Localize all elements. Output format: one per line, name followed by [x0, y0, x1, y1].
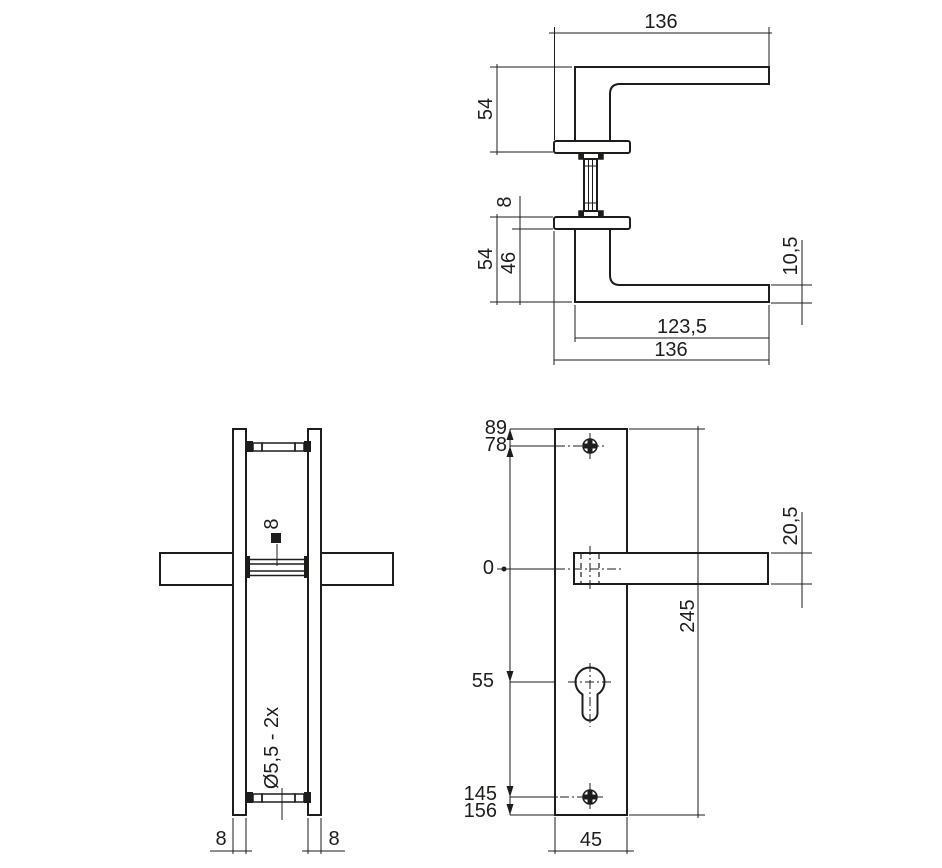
dim-plate-width: 45 [579, 829, 603, 851]
upper-washer-cap-left [579, 153, 584, 159]
upper-washer-cap-right [598, 153, 603, 159]
lever-right-profile [320, 552, 394, 586]
bottom-screw-nut-right [294, 793, 305, 803]
backplate-right-profile [307, 428, 322, 816]
backplate-left-profile [232, 428, 247, 816]
lower-lever-outline [574, 229, 770, 303]
square-section-symbol [271, 533, 281, 543]
dim-plate-bottom: 156 [463, 800, 497, 822]
arrow-55 [506, 671, 514, 682]
bottom-screw-shaft [261, 793, 296, 803]
arrow-156 [506, 804, 514, 815]
plate-side-dim-lines [210, 544, 345, 854]
backplate-front [554, 428, 628, 816]
spindle-nub-left [245, 556, 250, 578]
dim-cylinder: 55 [471, 670, 494, 692]
arrow-89 [506, 429, 514, 440]
dim-grip-thickness: 10,5 [780, 236, 802, 276]
lower-washer-cap-left [579, 211, 584, 217]
dim-screw-top: 78 [484, 434, 507, 456]
hidden-spindle-square [580, 554, 600, 583]
dim-overall-length-bottom: 136 [654, 339, 688, 361]
bottom-screw-nut-left [252, 793, 263, 803]
top-screw-nut-right [294, 442, 305, 452]
top-screw-cross [583, 439, 597, 453]
upper-rosette [553, 140, 631, 154]
dim-handle-axis: 0 [482, 557, 494, 579]
dim-screw-bottom: 145 [463, 783, 497, 805]
spindle-nub-right [304, 556, 309, 578]
handle-side-view [490, 27, 812, 365]
dim-neck-height: 46 [498, 251, 520, 275]
dim-plate-height: 245 [677, 599, 699, 633]
dim-screw-holes: Ø5,5 - 2x [261, 706, 283, 790]
handle-side-dim-lines [490, 27, 812, 365]
lever-left-profile [159, 552, 234, 586]
cylinder-keyhole [574, 666, 606, 722]
dim-height-bottom: 54 [475, 247, 497, 271]
dim-handle-thickness: 20,5 [780, 506, 802, 546]
upper-lever-outline [574, 66, 770, 141]
dim-height-top: 54 [475, 97, 497, 121]
top-screw-nut-left [252, 442, 263, 452]
arrow-145 [506, 786, 514, 797]
dim-grip-length: 123,5 [656, 316, 708, 338]
spindle-bar-bottom [246, 570, 309, 577]
plate-side-view [159, 428, 394, 854]
top-screw-head-right [304, 441, 311, 452]
dim-plate-top: 89 [484, 417, 507, 439]
dim-spindle-square: 8 [261, 518, 283, 530]
arrow-78 [506, 446, 514, 457]
plate-front-dim-lines [497, 426, 812, 854]
spindle-rod-edges [584, 159, 597, 211]
bottom-screw-head-right [304, 792, 311, 803]
lower-washer-cap-right [598, 211, 603, 217]
zero-datum-dot [501, 566, 507, 572]
plate-front-view [497, 426, 812, 854]
lower-rosette [553, 216, 631, 230]
dim-overall-length-top: 136 [644, 11, 678, 33]
dim-plate-thickness-left: 8 [215, 828, 227, 850]
dim-plate-thickness-right: 8 [328, 828, 340, 850]
top-screw-head-left [246, 441, 253, 452]
bottom-screw-head-left [246, 792, 253, 803]
bottom-screw-cross [583, 790, 597, 804]
top-screw-shaft [261, 442, 296, 452]
